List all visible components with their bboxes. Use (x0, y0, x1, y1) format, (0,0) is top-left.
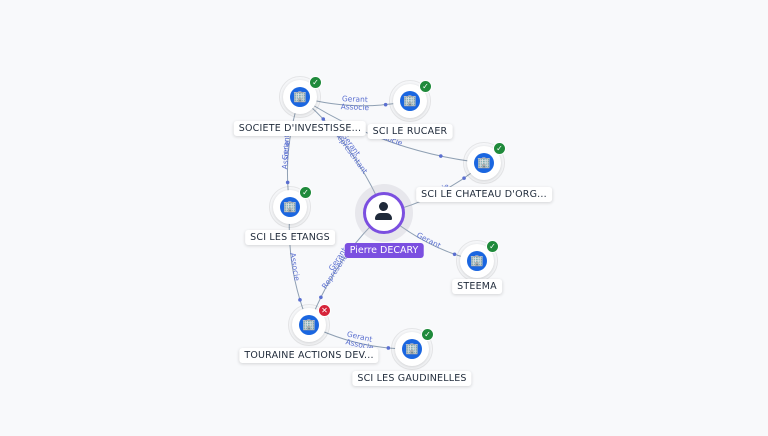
building-icon: 🏢 (474, 153, 494, 173)
edge-arrow-2 (285, 180, 290, 185)
edge-label: Associe (341, 102, 370, 112)
company-node-steema[interactable]: 🏢✓ (456, 240, 499, 282)
building-icon: 🏢 (290, 87, 310, 107)
company-node-societe-investissement[interactable]: 🏢✓ (279, 76, 322, 118)
edge-label: Associe (280, 140, 292, 169)
company-label-touraine-actions[interactable]: TOURAINE ACTIONS DEV... (239, 348, 379, 363)
company-label-sci-les-etangs[interactable]: SCI LES ETANGS (245, 230, 335, 245)
edge-arrow-8 (386, 346, 391, 350)
company-label-sci-les-gaudinelles[interactable]: SCI LES GAUDINELLES (352, 371, 472, 386)
edge-arrow-4 (462, 176, 466, 180)
person-icon-body (375, 213, 392, 220)
company-label-sci-le-rucaer[interactable]: SCI LE RUCAER (367, 124, 453, 139)
company-label-sci-le-chateau[interactable]: SCI LE CHATEAU D'ORG... (416, 187, 552, 202)
check-icon: ✓ (419, 80, 432, 93)
person-label[interactable]: Pierre DECARY (344, 243, 424, 258)
building-icon: 🏢 (402, 339, 422, 359)
person-node[interactable] (363, 192, 405, 234)
check-icon: ✓ (299, 186, 312, 199)
edge-arrow-6 (319, 295, 323, 300)
edge-arrow-3 (321, 117, 326, 121)
edge-arrow-1 (439, 154, 443, 158)
company-node-sci-les-etangs[interactable]: 🏢✓ (269, 186, 312, 228)
building-icon: 🏢 (280, 197, 300, 217)
edge-label: Gerant (280, 134, 291, 161)
building-icon: 🏢 (467, 251, 487, 271)
edge-arrow-7 (298, 298, 302, 302)
edge-soc-cha (299, 96, 485, 164)
check-icon: ✓ (309, 76, 322, 89)
company-node-sci-le-rucaer[interactable]: 🏢✓ (389, 80, 432, 122)
company-node-sci-le-chateau[interactable]: 🏢✓ (463, 142, 506, 184)
check-icon: ✓ (486, 240, 499, 253)
check-icon: ✓ (421, 328, 434, 341)
cross-icon: ✕ (318, 304, 331, 317)
person-icon (379, 202, 388, 211)
building-icon: 🏢 (299, 315, 319, 335)
edge-arrow-5 (452, 252, 457, 257)
company-node-touraine-actions[interactable]: 🏢✕ (288, 304, 331, 346)
check-icon: ✓ (493, 142, 506, 155)
building-icon: 🏢 (400, 91, 420, 111)
edge-label: Associe (288, 252, 301, 282)
edge-arrow-0 (383, 102, 388, 107)
company-label-societe-investissement[interactable]: SOCIETE D'INVESTISSE... (233, 121, 367, 136)
company-node-sci-les-gaudinelles[interactable]: 🏢✓ (391, 328, 434, 370)
company-label-steema[interactable]: STEEMA (452, 279, 502, 294)
edge-label: Gerant (342, 94, 368, 104)
